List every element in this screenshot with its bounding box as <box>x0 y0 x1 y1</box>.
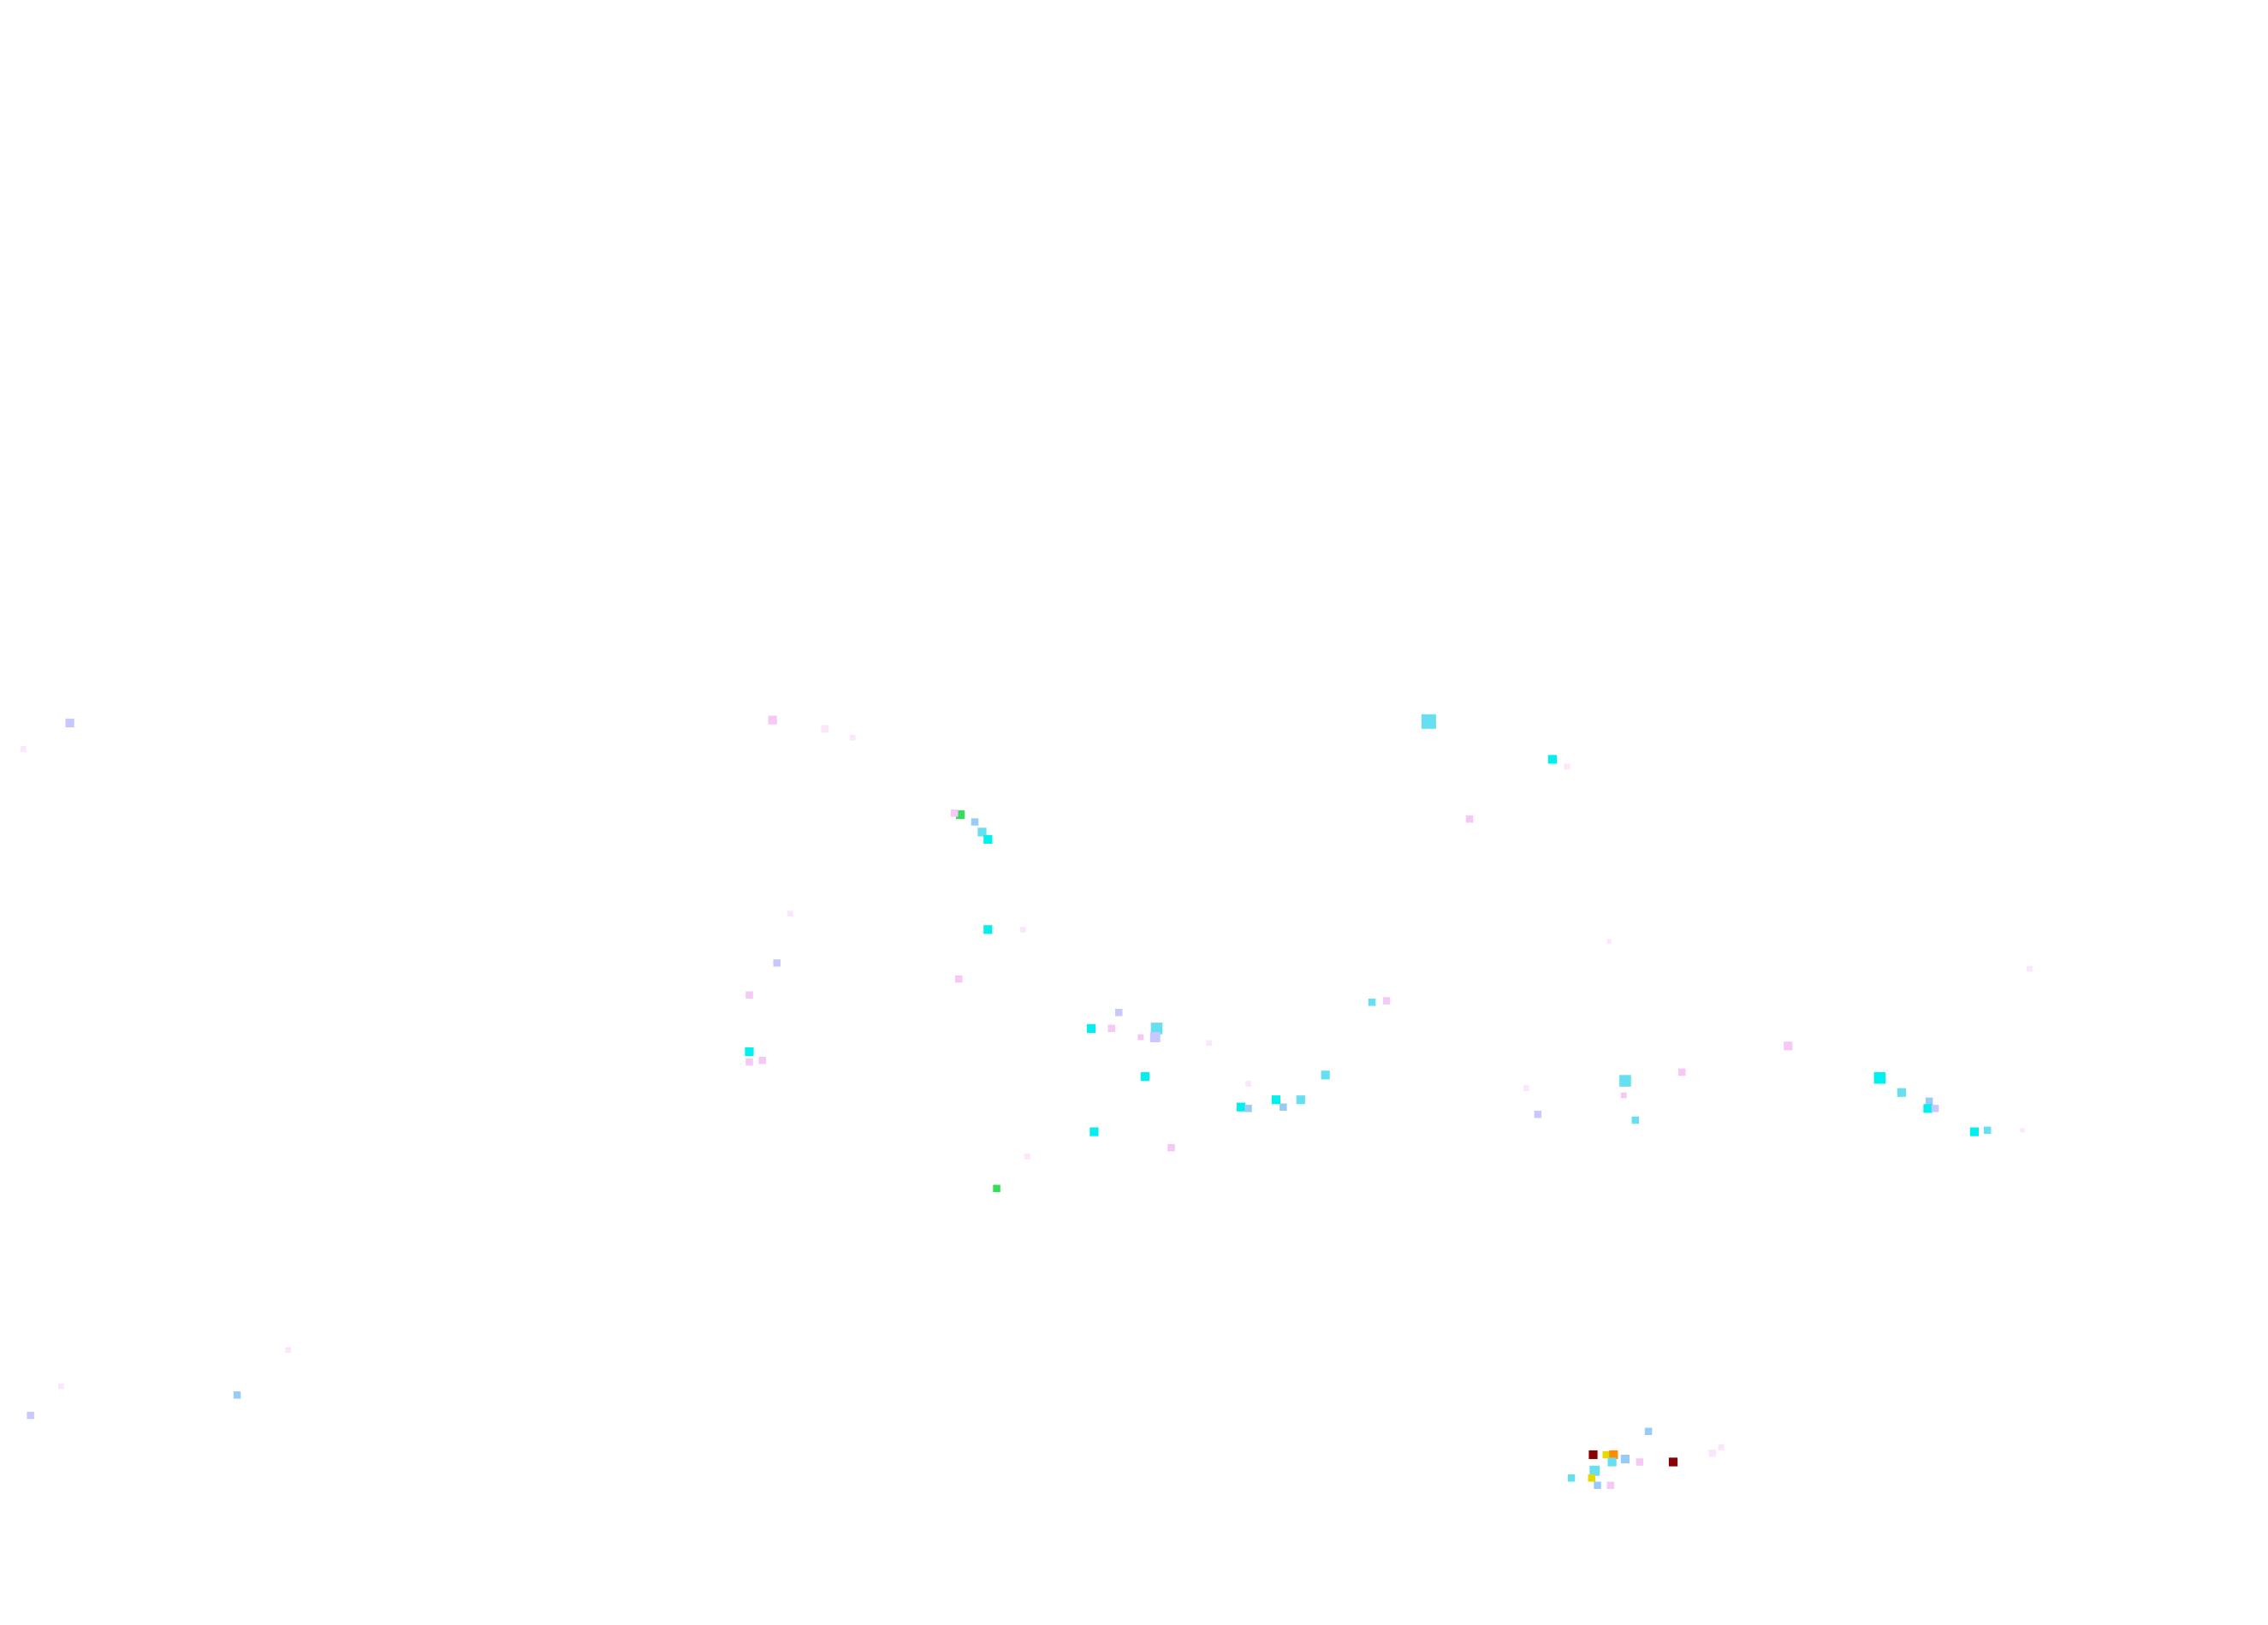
speckle <box>1140 1071 1149 1082</box>
speckle <box>773 959 781 967</box>
speckle <box>1523 1085 1529 1091</box>
speckle <box>1983 1126 1992 1135</box>
speckle <box>65 718 74 727</box>
speckle <box>1969 1127 1979 1136</box>
speckle <box>849 734 856 741</box>
speckle <box>1547 755 1557 764</box>
speckle <box>745 991 753 999</box>
speckle <box>983 834 993 844</box>
speckle <box>1382 997 1391 1005</box>
speckle <box>1718 1444 1725 1450</box>
speckle <box>1594 1481 1601 1489</box>
speckle <box>1620 1455 1630 1464</box>
speckle <box>20 746 27 752</box>
speckle <box>1024 1154 1030 1159</box>
speckle <box>1465 815 1474 823</box>
speckle <box>58 1383 64 1390</box>
speckle <box>1107 1024 1115 1033</box>
speckle <box>1609 1450 1618 1460</box>
speckle <box>1421 714 1436 729</box>
speckle <box>1245 1081 1251 1087</box>
speckle <box>1115 1009 1123 1017</box>
speckle <box>1137 1034 1144 1041</box>
speckle <box>1296 1095 1305 1105</box>
speckle <box>1019 926 1026 933</box>
speckle <box>1631 1116 1639 1124</box>
speckle <box>27 1411 34 1420</box>
speckle <box>1534 1111 1542 1118</box>
speckle <box>1931 1105 1939 1112</box>
speckle <box>1897 1088 1906 1097</box>
speckle <box>233 1391 241 1399</box>
speckle <box>1602 1450 1610 1459</box>
speckle <box>1607 1457 1617 1467</box>
speckle <box>955 810 965 820</box>
speckle <box>1619 1075 1631 1087</box>
speckle <box>1321 1070 1330 1080</box>
speckle <box>758 1057 766 1065</box>
speckle <box>1167 1144 1175 1152</box>
speckle <box>993 1184 1000 1193</box>
speckle <box>1368 999 1376 1006</box>
speckle <box>745 1058 753 1066</box>
speckle <box>821 725 829 732</box>
speckle <box>1089 1127 1099 1136</box>
speckle <box>951 810 959 817</box>
speckle <box>1636 1458 1644 1466</box>
speckle <box>1588 1450 1598 1460</box>
speckle <box>1237 1102 1246 1112</box>
speckle <box>971 818 979 826</box>
speckle <box>2027 965 2033 972</box>
speckle <box>745 1047 754 1057</box>
speckle <box>1606 1481 1615 1489</box>
speckle <box>787 910 793 916</box>
speckle <box>1873 1071 1886 1084</box>
speckle <box>983 925 993 934</box>
speckle <box>1564 763 1570 770</box>
speckle <box>1620 1092 1627 1099</box>
speckle <box>1784 1041 1793 1051</box>
speckle <box>1925 1097 1933 1106</box>
speckle <box>1588 1474 1595 1482</box>
speckle <box>1567 1474 1576 1482</box>
speckle <box>977 827 987 837</box>
speckle <box>1606 939 1612 944</box>
speckle <box>1668 1457 1678 1467</box>
speckle <box>2020 1128 2025 1133</box>
speckle <box>1589 1465 1600 1476</box>
speckle <box>768 715 777 725</box>
speckle <box>1678 1068 1686 1076</box>
speckle <box>1644 1427 1653 1435</box>
speckle <box>1206 1040 1213 1047</box>
speckle <box>1149 1032 1161 1042</box>
speckle <box>1279 1103 1287 1111</box>
speckle <box>1923 1104 1933 1113</box>
speckle <box>285 1347 291 1353</box>
speckle <box>1271 1095 1280 1105</box>
speckle <box>1086 1023 1096 1033</box>
speckle <box>1244 1105 1252 1112</box>
speckle <box>1708 1450 1717 1457</box>
speckle <box>955 975 963 983</box>
speckle <box>1150 1023 1163 1035</box>
